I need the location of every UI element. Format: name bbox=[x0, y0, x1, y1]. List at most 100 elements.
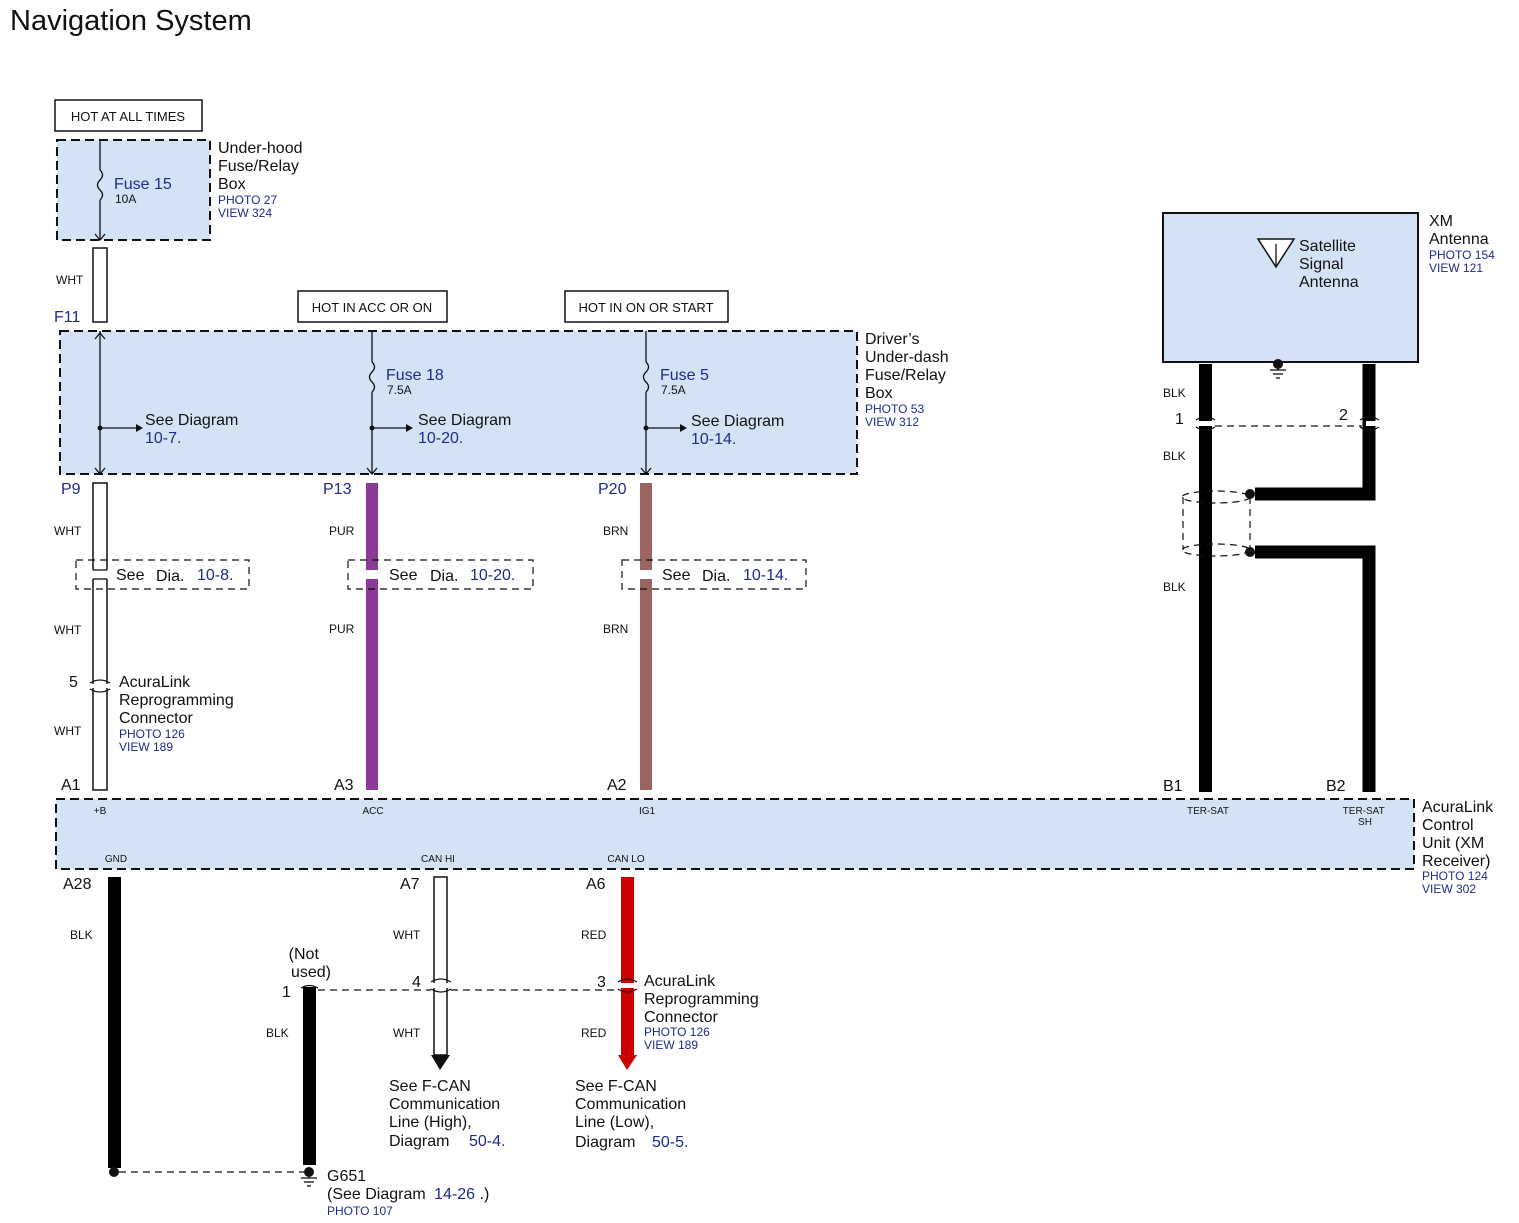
wire-color-wht: WHT bbox=[56, 273, 84, 287]
terminal-b1: B1 bbox=[1163, 778, 1183, 795]
wire-label-wht-canhi-1: WHT bbox=[393, 928, 421, 942]
pin-can-lo: CAN LO bbox=[607, 854, 644, 865]
ground-g651-link[interactable]: 14-26 bbox=[434, 1186, 475, 1203]
underdash-box-photo[interactable]: PHOTO 53 bbox=[865, 402, 924, 416]
wire-label-blk-ant-1: BLK bbox=[1163, 386, 1186, 400]
underdash-box-view[interactable]: VIEW 312 bbox=[865, 415, 919, 429]
see-diagram-10-14-link[interactable]: 10-14. bbox=[691, 431, 736, 448]
terminal-a3: A3 bbox=[334, 777, 354, 794]
pin-ter-sat: TER-SAT bbox=[1187, 806, 1229, 817]
see-dia-box-10-20 bbox=[347, 559, 534, 590]
underhood-box-photo[interactable]: PHOTO 27 bbox=[218, 193, 277, 207]
wire-blk-not-used bbox=[303, 987, 316, 1165]
underdash-box-name: Driver’s Under-dash Fuse/Relay Box bbox=[865, 331, 953, 402]
wire-pur-p13-a3 bbox=[366, 483, 378, 790]
page-title: Navigation System bbox=[10, 5, 252, 37]
reprog-bottom-photo[interactable]: PHOTO 126 bbox=[644, 1025, 710, 1039]
control-unit-name: AcuraLink Control Unit (XM Receiver) bbox=[1422, 799, 1498, 870]
fcan-low-text: See F-CAN Communication Line (Low), bbox=[575, 1078, 691, 1131]
underdash-fuse-box bbox=[59, 330, 858, 475]
fuse-15-rating: 10A bbox=[115, 192, 136, 206]
xm-antenna-name: XM Antenna bbox=[1429, 213, 1489, 248]
terminal-p13: P13 bbox=[323, 481, 352, 498]
fcan-low-diagram-word: Diagram bbox=[575, 1134, 635, 1151]
see-dia-10-20-dia: Dia. bbox=[430, 568, 458, 585]
reprog-top-photo[interactable]: PHOTO 126 bbox=[119, 727, 185, 741]
reprog-top-name: AcuraLink Reprogramming Connector bbox=[119, 674, 238, 727]
fcan-high-link[interactable]: 50-4. bbox=[469, 1133, 505, 1150]
underhood-box-name: Under-hood Fuse/Relay Box bbox=[218, 140, 307, 193]
wire-label-brn-2: BRN bbox=[603, 622, 628, 636]
hot-in-acc-or-on-box bbox=[297, 290, 448, 323]
fuse-5-symbol bbox=[642, 361, 650, 393]
control-unit-photo[interactable]: PHOTO 124 bbox=[1422, 869, 1488, 883]
see-dia-10-8-see: See bbox=[116, 567, 145, 584]
pin-b: +B bbox=[94, 806, 107, 817]
reprog-bottom-name: AcuraLink Reprogramming Connector bbox=[644, 973, 763, 1026]
see-dia-10-14-link[interactable]: 10-14. bbox=[743, 567, 788, 584]
reprog-top-pin-5: 5 bbox=[69, 674, 78, 691]
see-dia-box-10-8 bbox=[75, 559, 250, 590]
xm-antenna-inner-label: Satellite Signal Antenna bbox=[1299, 238, 1360, 291]
fcan-low-link[interactable]: 50-5. bbox=[652, 1134, 688, 1151]
xm-antenna-photo[interactable]: PHOTO 154 bbox=[1429, 248, 1495, 262]
wire-wht-can-hi bbox=[433, 876, 448, 1056]
reprog-bottom-pin-1: 1 bbox=[282, 984, 291, 1001]
fuse-18-rating: 7.5A bbox=[387, 383, 412, 397]
reprog-bottom-pin-3: 3 bbox=[597, 974, 606, 991]
pin-acc: ACC bbox=[362, 806, 383, 817]
wire-label-blk-ant-3: BLK bbox=[1163, 580, 1186, 594]
hot-in-on-or-start-box bbox=[564, 290, 729, 323]
reprog-bottom-not-used: (Not used) bbox=[289, 946, 331, 981]
wire-blk-antenna-b1 bbox=[1199, 364, 1212, 792]
see-dia-10-14-dia: Dia. bbox=[702, 568, 730, 585]
see-diagram-10-14-label: See Diagram bbox=[691, 413, 784, 430]
terminal-a7: A7 bbox=[400, 876, 420, 893]
reprog-top-view[interactable]: VIEW 189 bbox=[119, 740, 173, 754]
terminal-p9: P9 bbox=[61, 481, 81, 498]
fcan-high-text: See F-CAN Communication Line (High), bbox=[389, 1078, 505, 1131]
wire-label-pur-1: PUR bbox=[329, 524, 355, 538]
see-dia-10-20-link[interactable]: 10-20. bbox=[470, 567, 515, 584]
pin-gnd: GND bbox=[105, 854, 127, 865]
wire-label-wht-3: WHT bbox=[54, 724, 82, 738]
terminal-b2: B2 bbox=[1326, 778, 1346, 795]
see-diagram-10-7-link[interactable]: 10-7. bbox=[145, 430, 181, 447]
xm-antenna-pin-1: 1 bbox=[1175, 411, 1184, 428]
underhood-box-view[interactable]: VIEW 324 bbox=[218, 206, 272, 220]
see-dia-10-14-see: See bbox=[662, 567, 691, 584]
wire-label-blk-gnd: BLK bbox=[70, 928, 93, 942]
see-dia-10-8-link[interactable]: 10-8. bbox=[197, 567, 233, 584]
hot-in-acc-or-on-label: HOT IN ACC OR ON bbox=[312, 300, 432, 315]
reprog-bottom-pin-4: 4 bbox=[412, 974, 421, 991]
ground-g651-photo[interactable]: PHOTO 107 bbox=[327, 1204, 393, 1218]
see-diagram-10-20-label: See Diagram bbox=[418, 412, 511, 429]
wire-label-red-canlo-2: RED bbox=[581, 1026, 607, 1040]
see-dia-box-10-14 bbox=[621, 559, 807, 590]
terminal-a28: A28 bbox=[63, 876, 92, 893]
ground-g651-see: (See Diagram 14-26 .) bbox=[327, 1186, 489, 1203]
wire-blk-antenna-b2 bbox=[1255, 364, 1376, 501]
reprog-bottom-view[interactable]: VIEW 189 bbox=[644, 1038, 698, 1052]
xm-antenna-view[interactable]: VIEW 121 bbox=[1429, 261, 1483, 275]
fuse-5-rating: 7.5A bbox=[661, 383, 686, 397]
fuse-18-symbol bbox=[368, 361, 376, 393]
wire-label-red-canlo-1: RED bbox=[581, 928, 607, 942]
terminal-a2: A2 bbox=[607, 777, 627, 794]
see-diagram-10-20-link[interactable]: 10-20. bbox=[418, 430, 463, 447]
control-unit-view[interactable]: VIEW 302 bbox=[1422, 882, 1476, 896]
wire-label-wht-2: WHT bbox=[54, 623, 82, 637]
wire-label-wht-canhi-2: WHT bbox=[393, 1026, 421, 1040]
see-dia-10-8-dia: Dia. bbox=[156, 568, 184, 585]
hot-at-all-times-label: HOT AT ALL TIMES bbox=[71, 109, 185, 124]
wire-blk-gnd-a28 bbox=[108, 877, 121, 1168]
hot-in-on-or-start-label: HOT IN ON OR START bbox=[578, 300, 713, 315]
hot-at-all-times-box bbox=[54, 99, 203, 132]
pin-ter-sat-sh: TER-SAT SH bbox=[1343, 806, 1388, 828]
underhood-fuse-box bbox=[56, 139, 211, 241]
terminal-a1: A1 bbox=[61, 777, 81, 794]
xm-antenna-pin-2: 2 bbox=[1339, 407, 1348, 424]
fcan-high-diagram-word: Diagram bbox=[389, 1133, 449, 1150]
pin-can-hi: CAN HI bbox=[421, 854, 455, 865]
